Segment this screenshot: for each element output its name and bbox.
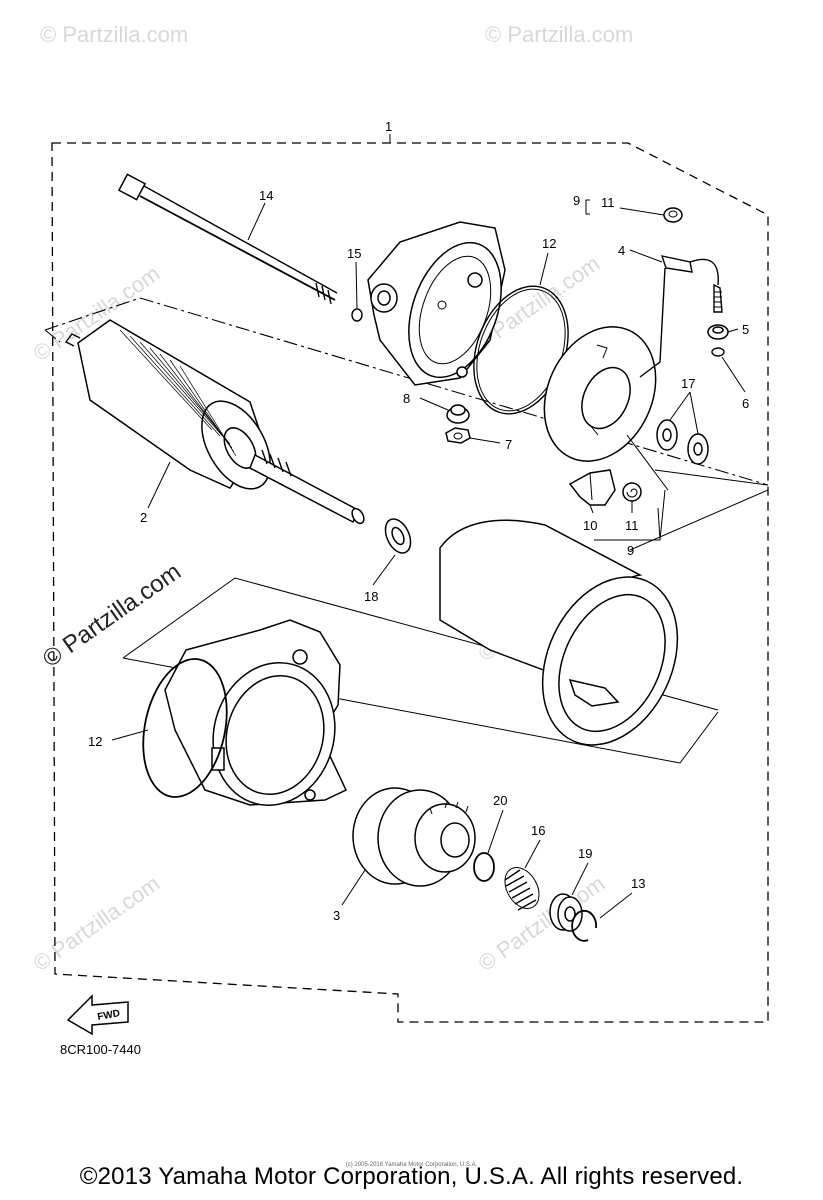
watermark: © Partzilla.com <box>40 22 188 47</box>
diagram-reference-code: 8CR100-7440 <box>60 1042 141 1057</box>
callout-15: 15 <box>347 246 361 261</box>
part-4-lead-wire[interactable] <box>639 255 723 378</box>
watermark: © Partzilla.com <box>29 871 165 977</box>
part-3-starter-clutch[interactable] <box>352 787 476 887</box>
callout-6: 6 <box>742 396 749 411</box>
footer-small-note: (c) 2005-2016 Yamaha Motor Corporation, … <box>345 1162 478 1168</box>
callout-2: 2 <box>140 510 147 525</box>
callouts: 1 2 3 4 5 6 7 8 9 9 10 11 11 12 12 13 14… <box>88 119 749 923</box>
callout-8: 8 <box>403 391 410 406</box>
callout-11-top: 11 <box>601 195 615 210</box>
leader-lines <box>111 134 746 919</box>
part-14-through-bolt[interactable] <box>117 173 338 305</box>
part-8-nut-washer[interactable] <box>446 404 470 424</box>
copyright-footer: ©2013 Yamaha Motor Corporation, U.S.A. A… <box>79 1163 744 1190</box>
callout-11-bottom: 11 <box>625 518 639 533</box>
part-10-brush[interactable] <box>568 469 616 506</box>
callout-7: 7 <box>505 437 512 452</box>
part-7-nut[interactable] <box>445 427 471 444</box>
part-11-spring[interactable] <box>622 482 642 502</box>
callout-14: 14 <box>259 188 273 203</box>
watermark: © Partzilla.com <box>474 871 610 977</box>
callout-3: 3 <box>333 908 340 923</box>
upper-plane <box>44 297 769 486</box>
callout-5: 5 <box>742 322 749 337</box>
callout-4: 4 <box>618 243 625 258</box>
callout-1: 1 <box>385 119 392 134</box>
callout-20: 20 <box>493 793 507 808</box>
callout-17: 17 <box>681 376 695 391</box>
bracket-9-lower <box>594 489 666 541</box>
part-15-o-ring[interactable] <box>351 308 363 322</box>
part-17-washers[interactable] <box>656 419 709 465</box>
part-19-collar[interactable] <box>549 893 583 932</box>
part-16-spring[interactable] <box>498 861 546 914</box>
watermark: © Partzilla.com <box>485 22 633 47</box>
partzilla-watermark: © Partzilla.com <box>38 558 186 673</box>
part-11-screw-top[interactable] <box>663 207 683 223</box>
callout-9-top: 9 <box>573 193 580 208</box>
part-12-o-ring-lower[interactable] <box>131 651 238 805</box>
part-9-brush-holder[interactable] <box>523 309 676 480</box>
fwd-label: FWD <box>97 1008 121 1023</box>
part-2-armature[interactable] <box>64 319 366 525</box>
callout-16: 16 <box>531 823 545 838</box>
part-20-circlip[interactable] <box>473 852 495 882</box>
part-6-o-ring[interactable] <box>711 347 725 357</box>
callout-10: 10 <box>583 518 597 533</box>
fwd-arrow-icon: FWD <box>66 994 129 1036</box>
callout-13: 13 <box>631 876 645 891</box>
callout-12-top: 12 <box>542 236 556 251</box>
front-bracket[interactable] <box>164 619 351 819</box>
part-18-washer[interactable] <box>380 515 415 557</box>
rear-cover[interactable] <box>367 221 518 390</box>
part-5-washer[interactable] <box>707 324 729 340</box>
callout-12-bottom: 12 <box>88 734 102 749</box>
part-13-circlip[interactable] <box>571 909 598 942</box>
callout-9-bottom: 9 <box>627 543 634 558</box>
callout-18: 18 <box>364 589 378 604</box>
assembly-boundary <box>51 142 769 1023</box>
yoke-housing[interactable] <box>439 519 703 767</box>
callout-19: 19 <box>578 846 592 861</box>
upper-plane-edge <box>629 469 769 551</box>
